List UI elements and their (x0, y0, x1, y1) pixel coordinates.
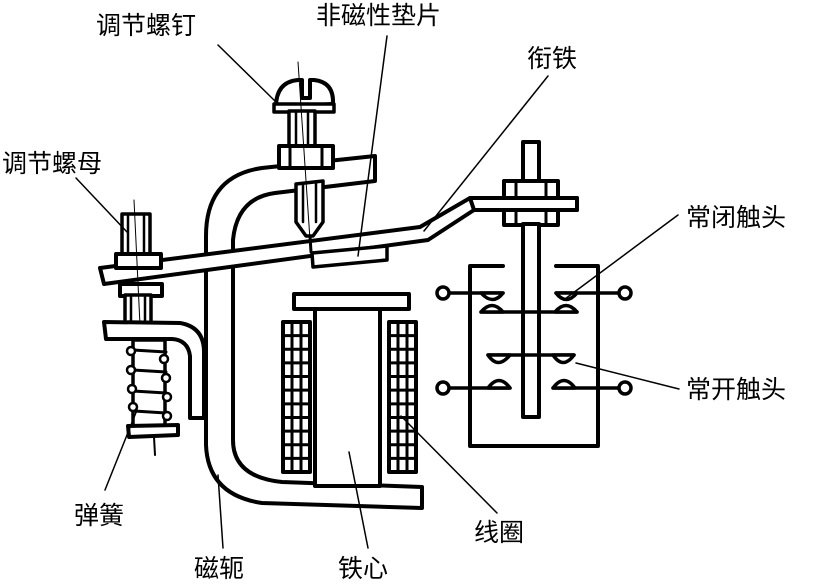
coil-outline (281, 320, 312, 474)
coil-outline (387, 320, 418, 474)
spring-bracket (102, 320, 206, 420)
label-adjust-screw: 调节螺钉 (96, 11, 196, 40)
label-adjust-nut: 调节螺母 (2, 149, 102, 178)
leader-armature (423, 75, 549, 232)
label-nc-contact: 常闭触头 (686, 203, 786, 232)
leader-core (348, 451, 369, 549)
adjust-screw (272, 61, 336, 254)
adjust-nut-assembly (114, 199, 164, 327)
leader-spring (104, 409, 138, 491)
leader-coil (400, 415, 498, 514)
label-iron-core: 铁心 (338, 554, 388, 583)
push-rod (468, 140, 579, 419)
nonmagnetic-shim (310, 244, 389, 269)
iron-core (292, 292, 411, 488)
label-armature: 衔铁 (527, 44, 577, 73)
leader-adjust-screw (217, 44, 277, 103)
leader-shim (357, 35, 388, 257)
leader-lines (75, 35, 680, 549)
label-yoke: 磁轭 (194, 554, 244, 583)
leader-no-contact (575, 362, 680, 390)
yoke (204, 154, 424, 510)
label-nonmagnetic-shim: 非磁性垫片 (316, 1, 441, 30)
leader-nc-contact (564, 214, 679, 300)
contact-housing (468, 264, 600, 448)
nc-contacts (435, 285, 633, 314)
coil-right (387, 320, 418, 474)
coil-left (281, 320, 312, 474)
leader-yoke (217, 474, 224, 549)
label-spring: 弹簧 (74, 501, 124, 530)
spring (125, 338, 180, 456)
no-contacts (435, 353, 633, 396)
label-coil: 线圈 (474, 518, 524, 547)
label-no-contact: 常开触头 (686, 375, 786, 404)
leader-adjust-nut (75, 177, 128, 233)
